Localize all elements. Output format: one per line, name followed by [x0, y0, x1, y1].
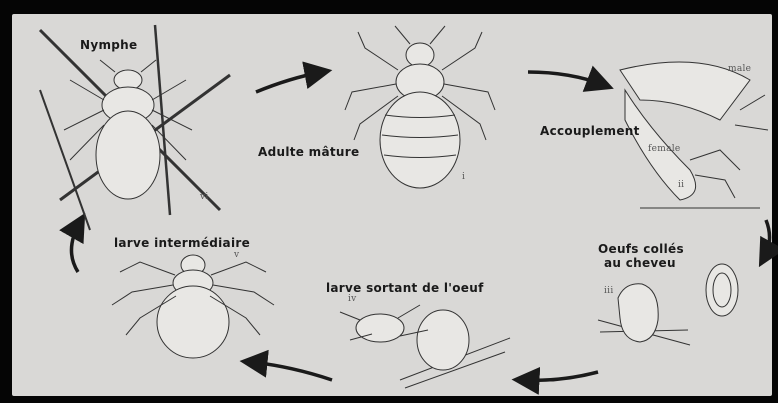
roman-v: v — [234, 250, 239, 260]
roman-iii: iii — [604, 286, 614, 296]
arrow-hatching-to-intermediate — [250, 362, 332, 380]
arrow-mating-to-eggs — [764, 220, 770, 258]
adult-illustration — [345, 26, 495, 188]
label-adult: Adulte mâture — [258, 145, 359, 159]
arrow-intermediate-to-nymph — [71, 222, 80, 272]
intermediate-larva-illustration — [112, 255, 274, 358]
arrow-nymph-to-adult — [256, 72, 322, 92]
label-eggs-line1: Oeufs collés — [598, 242, 684, 256]
label-female: female — [648, 144, 681, 154]
roman-i: i — [462, 172, 465, 182]
label-intermediate: larve intermédiaire — [114, 236, 250, 250]
hatching-larva-illustration — [340, 305, 510, 388]
eggs-illustration — [598, 264, 738, 345]
label-eggs-line2: au cheveu — [604, 256, 676, 270]
roman-ii: ii — [678, 180, 684, 190]
label-hatching: larve sortant de l'oeuf — [326, 281, 484, 295]
roman-vi: vi — [200, 192, 209, 202]
label-nymph: Nymphe — [80, 38, 137, 52]
roman-iv: iv — [348, 294, 357, 304]
arrow-eggs-to-hatching — [522, 372, 598, 380]
label-male: male — [728, 64, 751, 74]
label-mating: Accouplement — [540, 124, 640, 138]
mating-illustration — [620, 62, 768, 208]
arrow-adult-to-mating — [528, 72, 604, 85]
